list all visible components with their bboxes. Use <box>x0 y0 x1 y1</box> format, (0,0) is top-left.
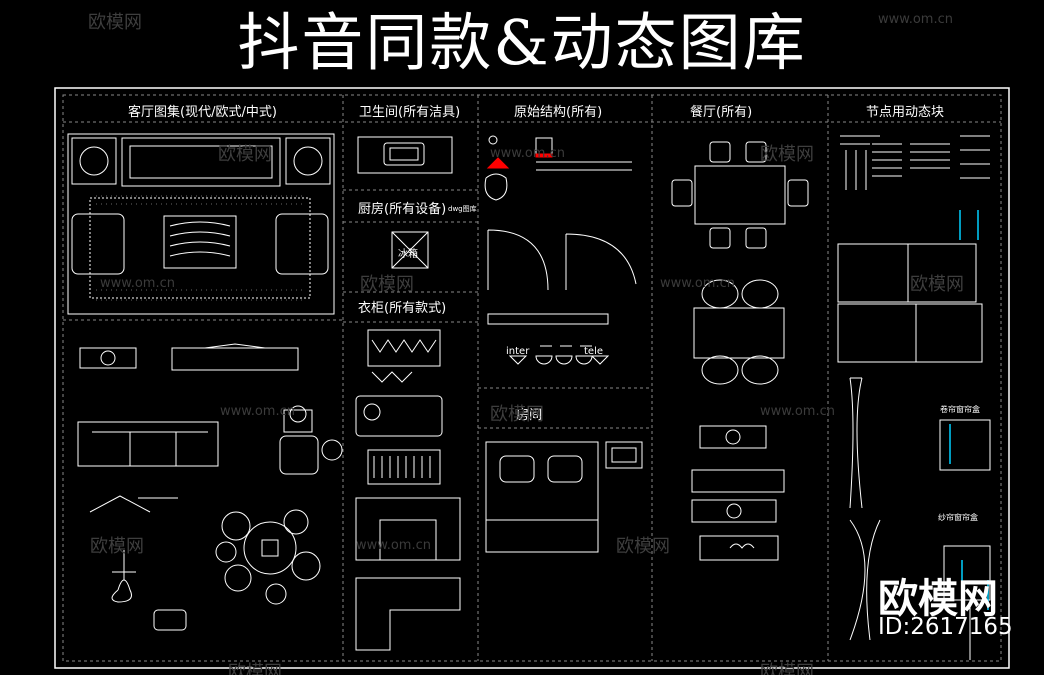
watermark-logo: 欧模网 <box>360 274 414 295</box>
sheet-frame <box>54 87 1010 669</box>
watermark-url: www.om.cn <box>878 12 953 27</box>
watermark-logo: 欧模网 <box>490 404 544 425</box>
bathroom-kitchen-wardrobe-blocks <box>355 136 461 651</box>
brand-logo: 欧模网 <box>878 576 998 622</box>
structure-blocks <box>484 135 637 365</box>
bedroom-blocks <box>485 441 643 553</box>
inter-label: inter <box>506 346 530 357</box>
roller-curtain-label: 卷帘窗帘盒 <box>940 405 980 414</box>
section-wardrobe: 衣柜(所有款式) <box>358 301 447 316</box>
watermark-logo: 欧模网 <box>228 662 282 675</box>
watermark-url: www.om.cn <box>760 404 835 419</box>
section-bathroom: 卫生间(所有洁具) <box>359 105 461 120</box>
node-cyan-lines <box>949 210 989 610</box>
watermark-logo: 欧模网 <box>90 536 144 557</box>
red-arrow-icon <box>486 153 553 169</box>
page-title: 抖音同款&动态图库 <box>237 6 807 79</box>
watermark-url: www.om.cn <box>490 146 565 161</box>
section-kitchen: 厨房(所有设备) <box>358 202 447 217</box>
watermark-logo: 欧模网 <box>760 144 814 165</box>
section-structure: 原始结构(所有) <box>514 105 603 120</box>
fridge-label: 冰箱 <box>398 249 418 260</box>
kitchen-note: dwg图库 <box>448 205 477 213</box>
watermark-logo: 欧模网 <box>88 12 142 33</box>
living-room-rug-dots <box>96 195 306 301</box>
tele-label: tele <box>584 346 604 357</box>
watermark-logo: 欧模网 <box>616 536 670 557</box>
brand-id: ID:2617165 <box>878 614 1013 640</box>
section-nodes: 节点用动态块 <box>866 105 945 120</box>
section-living-room: 客厅图集(现代/欧式/中式) <box>128 105 277 120</box>
living-room-blocks <box>67 133 343 631</box>
dining-blocks <box>671 141 809 561</box>
watermark-url: www.om.cn <box>356 538 431 553</box>
sheer-curtain-label: 纱帘窗帘盒 <box>938 513 978 522</box>
watermark-url: www.om.cn <box>100 276 175 291</box>
section-bedroom: 房间 <box>516 408 543 423</box>
watermark-url: www.om.cn <box>220 404 295 419</box>
watermark-logo: 欧模网 <box>760 662 814 675</box>
section-dining: 餐厅(所有) <box>690 105 753 120</box>
watermark-logo: 欧模网 <box>218 144 272 165</box>
watermark-url: www.om.cn <box>660 276 735 291</box>
node-detail-blocks <box>837 135 991 660</box>
watermark-logo: 欧模网 <box>910 274 964 295</box>
dashed-grid <box>62 94 1002 662</box>
